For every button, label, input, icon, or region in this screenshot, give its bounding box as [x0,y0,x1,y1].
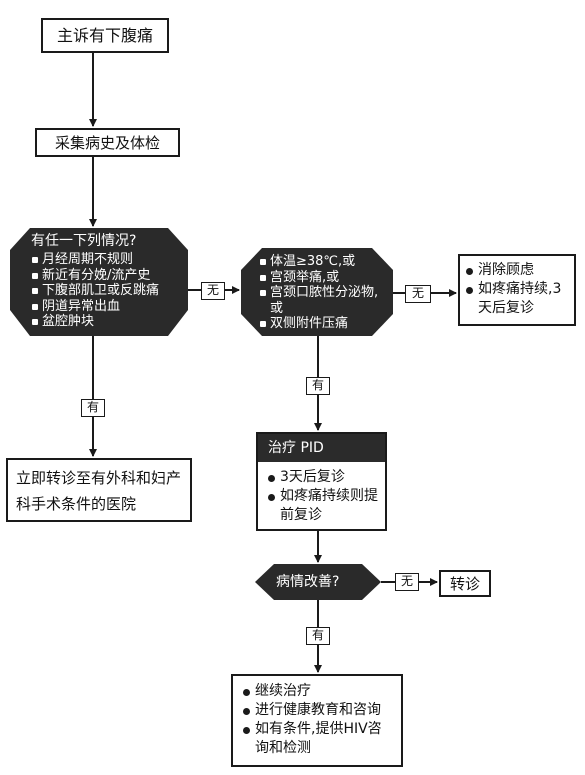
continue-list: 继续治疗 进行健康教育和咨询 如有条件,提供HIV咨询和检测 [241,682,393,758]
decision-any-item: 下腹部肌卫或反跳痛 [31,283,159,299]
edge-label-yes: 有 [306,627,330,645]
decision-pid-item: 体温≥38℃,或 [259,254,387,270]
history-exam-box: 采集病史及体检 [35,128,180,157]
treat-pid-title: 治疗 PID [258,434,385,462]
reassure-list: 消除顾虑 如疼痛持续,3天后复诊 [464,261,570,318]
decision-any-item: 新近有分娩/流产史 [31,268,159,284]
refer-box: 转诊 [439,570,491,597]
treat-pid-item: 如疼痛持续则提前复诊 [266,487,384,525]
edge-label-no: 无 [405,285,431,303]
decision-pid-content: 体温≥38℃,或 宫颈举痛,或 宫颈口脓性分泌物,或 双侧附件压痛 [259,254,387,332]
edge-label-yes: 有 [81,399,105,417]
continue-item: 进行健康教育和咨询 [241,701,393,720]
decision-pid-list: 体温≥38℃,或 宫颈举痛,或 宫颈口脓性分泌物,或 双侧附件压痛 [259,254,387,332]
history-exam-text: 采集病史及体检 [54,133,160,152]
improved-text: 病情改善? [276,574,340,590]
refer-text: 转诊 [449,574,480,593]
decision-any-content: 有任一下列情况? 月经周期不规则 新近有分娩/流产史 下腹部肌卫或反跳痛 阴道异… [31,232,159,330]
treat-pid-item: 3天后复诊 [266,468,384,487]
reassure-item: 消除顾虑 [464,261,570,280]
decision-any-title: 有任一下列情况? [31,233,137,249]
chief-complaint-text: 主诉有下腹痛 [56,25,153,45]
continue-box: 继续治疗 进行健康教育和咨询 如有条件,提供HIV咨询和检测 [231,674,403,767]
refer-surgery-box: 立即转诊至有外科和妇产科手术条件的医院 [6,458,192,522]
continue-item: 如有条件,提供HIV咨询和检测 [241,720,393,758]
continue-item: 继续治疗 [241,682,393,701]
decision-any-item: 阴道异常出血 [31,299,159,315]
decision-pid-item: 宫颈口脓性分泌物,或 [259,285,387,316]
reassure-box: 消除顾虑 如疼痛持续,3天后复诊 [458,254,576,326]
decision-pid-item: 双侧附件压痛 [259,316,387,332]
decision-any-list: 月经周期不规则 新近有分娩/流产史 下腹部肌卫或反跳痛 阴道异常出血 盆腔肿块 [31,252,159,330]
decision-hexagon-pid [241,248,393,336]
decision-any-item: 月经周期不规则 [31,252,159,268]
decision-hexagon-improved [255,564,381,600]
edge-label-no: 无 [395,573,419,591]
decision-hexagon-any [10,228,188,336]
treat-pid-box: 治疗 PID 3天后复诊 如疼痛持续则提前复诊 [256,432,387,531]
treat-pid-list: 3天后复诊 如疼痛持续则提前复诊 [266,468,384,525]
edge-label-yes: 有 [306,377,330,395]
decision-pid-item: 宫颈举痛,或 [259,270,387,286]
refer-surgery-text: 立即转诊至有外科和妇产科手术条件的医院 [16,469,182,513]
edge-label-no: 无 [201,282,225,300]
reassure-item: 如疼痛持续,3天后复诊 [464,280,570,318]
decision-any-item: 盆腔肿块 [31,314,159,330]
chief-complaint-box: 主诉有下腹痛 [41,18,169,53]
